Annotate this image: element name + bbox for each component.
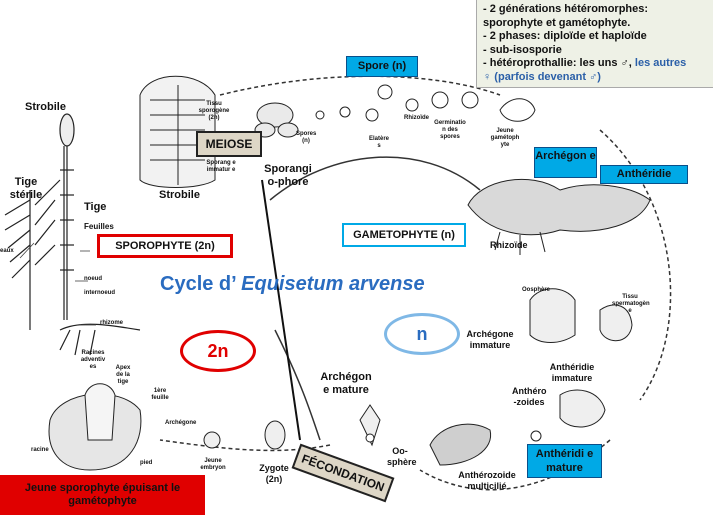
label-oosphere: Oo- sphère <box>387 446 417 467</box>
archegone-immature-drawing <box>529 288 576 343</box>
info-line-2: sporophyte et gamétophyte. <box>483 16 631 29</box>
cycle-title: Cycle d’ Equisetum arvense <box>160 273 425 296</box>
label-archegone-mature: Archégon e mature <box>320 371 372 396</box>
label-strobile-top: Strobile <box>25 101 66 113</box>
zygote-drawing <box>203 420 286 450</box>
info-line-5b: les autres <box>634 57 687 69</box>
spores-drawing <box>315 84 536 122</box>
label-1ere-feuille: 1ère feuille <box>151 388 169 401</box>
label-racine: racine <box>31 447 49 453</box>
label-archegone-bas: Archégone <box>165 420 197 426</box>
cycle-arrow-bottom-right <box>419 439 611 491</box>
label-strobile-mid: Strobile <box>159 189 200 201</box>
equisetum-plant <box>4 113 141 356</box>
label-pied: pied <box>140 460 153 466</box>
gametophyte-drawing <box>467 178 651 255</box>
label-rhizoide-top: Rhizoïde <box>404 115 429 121</box>
label-tissu-spermatogene: Tissu spermatogèn e <box>612 294 650 314</box>
label-sporangiophore: Sporangi o-phore <box>264 163 312 188</box>
info-line-1: - 2 générations hétéromorphes: <box>483 3 649 15</box>
label-jeune-gametophyte: Jeune gamétoph yte <box>490 128 520 148</box>
label-racines: Racines adventiv es <box>80 350 106 370</box>
sporophyte-box: SPOROPHYTE (2n) <box>97 234 233 258</box>
antheridie-immature-drawing <box>599 304 633 342</box>
label-pointers <box>19 242 96 326</box>
n-ellipse: n <box>384 313 460 355</box>
divider-line <box>261 179 301 441</box>
label-tissu-sporogene: Tissu sporogène (2n) <box>198 101 230 121</box>
cycle-arrow-bottom <box>159 439 331 452</box>
label-tige-sterile: Tige stérile <box>9 176 43 201</box>
label-rhizoide: Rhizoïde <box>490 240 528 250</box>
antheridie-mature-drawing <box>530 389 606 442</box>
label-elateres: Elatère s <box>368 136 389 149</box>
label-tige-fertile: Tige <box>84 201 107 213</box>
spore-box: Spore (n) <box>346 56 418 77</box>
label-antheridie-immature: Anthéridie immature <box>549 362 595 383</box>
label-noeud: noeud <box>84 276 102 282</box>
title-italic: Equisetum arvense <box>241 273 425 295</box>
label-apex: Apex de la tige <box>115 365 131 385</box>
meiose-stamp: MEIOSE <box>196 131 262 157</box>
info-line-6: ♀ (parfois devenant ♂) <box>483 70 601 83</box>
label-internoeud: internoeud <box>84 290 115 296</box>
cycle-arrow-right <box>599 129 672 401</box>
label-zygote: Zygote (2n) <box>259 463 289 484</box>
info-box: - 2 générations hétéromorphes: sporophyt… <box>476 0 713 88</box>
info-line-5: - hétéroprothallie: les uns ♂, les autre… <box>483 57 709 71</box>
title-prefix: Cycle d’ <box>160 273 242 295</box>
label-antherozoide-multicilie: Anthérozoide multicilié <box>458 470 516 491</box>
label-oosphere-top: Oosphère <box>522 287 551 293</box>
archegone-mature-drawing <box>359 404 381 447</box>
info-line-3: - 2 phases: diploïde et haploïde <box>483 30 647 42</box>
archegone-box: Archégon e <box>534 147 597 178</box>
antheridie-mature-box: Anthéridi e mature <box>527 444 602 478</box>
gametophyte-box: GAMETOPHYTE (n) <box>342 223 466 247</box>
label-germination: Germinatio n des spores <box>434 120 466 140</box>
label-rhizome: rhizome <box>100 320 124 326</box>
label-archegone-immature: Archégone immature <box>466 329 514 350</box>
label-spores: Spores (n) <box>296 131 317 144</box>
antheridie-box: Anthéridie <box>600 165 688 184</box>
inner-circle-arc <box>269 156 481 201</box>
label-feuilles: Feuilles <box>84 222 114 231</box>
label-sporange: Sporang e immatur e <box>206 160 236 173</box>
antherozoide-drawing <box>429 423 492 466</box>
label-eaux: eaux <box>0 248 14 254</box>
jeune-sporophyte-banner: Jeune sporophyte épuisant le gamétophyte <box>0 475 205 515</box>
two-n-ellipse: 2n <box>180 330 256 372</box>
young-sporophyte-drawing <box>48 383 142 471</box>
info-line-5a: - hétéroprothallie: les uns ♂, <box>483 57 635 69</box>
inner-circle-arc-lower <box>274 329 321 441</box>
label-jeune-embryon: Jeune embryon <box>200 458 226 471</box>
label-anthero-zoides: Anthéro -zoides <box>512 386 547 407</box>
cycle-arrow-top <box>219 75 501 96</box>
info-line-4: - sub-isosporie <box>483 43 562 56</box>
